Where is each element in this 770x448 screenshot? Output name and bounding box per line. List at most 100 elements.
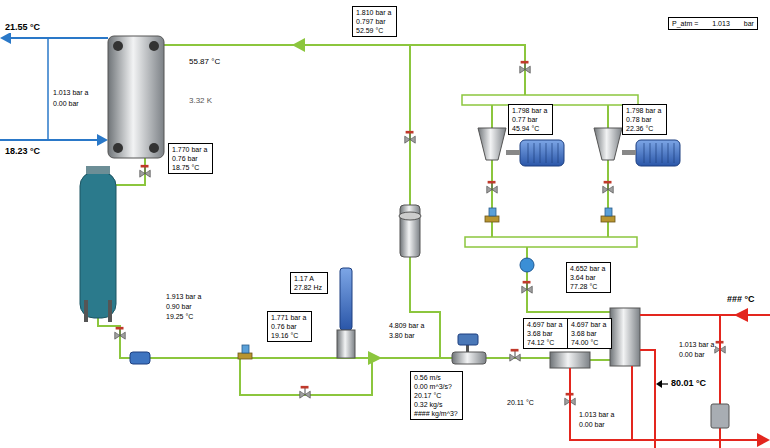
value-text: 1.013	[712, 19, 730, 28]
value-label: 1.913 bar a	[165, 292, 202, 301]
condenser	[149, 41, 159, 51]
value-text: 74.00 °C	[571, 338, 608, 347]
value-label: 0.00 bar	[578, 420, 606, 429]
value-box: 1.17 A27.82 Hz	[290, 272, 328, 294]
refrigerant-valve	[300, 386, 311, 398]
motor-fin	[552, 143, 553, 163]
value-label: 0.00 bar	[52, 99, 80, 108]
plate-exchanger	[610, 308, 640, 366]
refrigerant-pipe	[491, 160, 493, 237]
pump	[337, 330, 355, 358]
value-text: 0.797 bar	[356, 17, 393, 26]
value-text: 77.28 °C	[570, 282, 607, 291]
refrigerant-pipe	[590, 359, 610, 361]
value-label: 1.013 bar a	[678, 340, 715, 349]
value-text: 22.36 °C	[626, 124, 663, 133]
value-text: 52.59 °C	[356, 26, 393, 35]
compressor	[478, 128, 506, 160]
value-box: 4.652 bar a3.64 bar77.28 °C	[566, 262, 611, 293]
water-circuit	[0, 139, 98, 141]
value-label: 80.01 °C	[670, 378, 707, 389]
value-box: 1.770 bar a0.76 bar18.75 °C	[168, 143, 213, 174]
value-text: 45.94 °C	[512, 124, 549, 133]
flowmeter	[452, 334, 486, 364]
thermostat	[711, 404, 729, 428]
leader-arrow	[656, 380, 668, 388]
refrigerant-pipe	[240, 358, 372, 395]
receiver-tank	[80, 166, 116, 322]
value-text: 4.652 bar a	[570, 264, 607, 273]
refrigerant-valve	[487, 181, 498, 193]
flow-arrow	[292, 38, 305, 52]
filter-drier	[130, 352, 150, 364]
solenoid-valve	[601, 208, 615, 222]
value-text: 0.77 bar	[512, 115, 549, 124]
value-text: 1.810 bar a	[356, 8, 393, 17]
refrigerant-valve	[522, 281, 533, 293]
refrigerant-pipe	[163, 45, 525, 95]
leader-arrow	[656, 380, 662, 388]
motor	[622, 150, 636, 155]
value-label: 1.013 bar a	[578, 410, 615, 419]
motor	[520, 140, 564, 166]
header-band	[465, 237, 637, 247]
refrigerant-pipe	[527, 247, 610, 312]
receiver-tank	[80, 172, 116, 318]
value-text: 1.798 bar a	[626, 106, 663, 115]
refrigerant-valve	[520, 61, 531, 73]
value-label: 3.80 bar	[388, 331, 416, 340]
hot-water-circuit	[640, 350, 655, 448]
water-circuit	[10, 37, 108, 39]
oil-separator	[399, 205, 421, 257]
water-circuit	[47, 38, 49, 140]
oil-separator	[399, 212, 421, 220]
refrigerant-valve	[115, 61, 726, 405]
motor-fin	[656, 143, 657, 163]
condenser	[113, 41, 123, 51]
sight-glass	[520, 258, 534, 272]
value-label: 3.32 K	[188, 96, 213, 106]
motor-fin	[668, 143, 669, 163]
refrigerant-valve	[603, 181, 614, 193]
solenoid-valve	[238, 208, 615, 359]
value-text: 0.76 bar	[172, 154, 209, 163]
refrigerant-valve	[405, 131, 416, 143]
motor-fin	[662, 143, 663, 163]
value-text: 27.82 Hz	[294, 283, 324, 292]
value-text: 0.32 kg/s	[414, 400, 459, 409]
flowmeter	[452, 352, 486, 364]
receiver-tank	[108, 300, 112, 322]
receiver-tank	[84, 300, 88, 322]
condenser	[149, 143, 159, 153]
compressor	[594, 128, 622, 160]
refrigerant-valve	[510, 349, 521, 361]
sight-glass	[520, 258, 534, 272]
refrigerant-pipe	[491, 105, 493, 128]
value-text: 19.16 °C	[271, 331, 308, 340]
hot-water-circuit	[640, 314, 770, 316]
value-text: 0.76 bar	[271, 322, 308, 331]
value-label: 18.23 °C	[4, 146, 41, 157]
receiver-tank	[86, 166, 110, 174]
hot-water-arrow	[734, 308, 748, 322]
value-text: 18.75 °C	[172, 163, 209, 172]
value-box: 1.771 bar a0.76 bar19.16 °C	[267, 311, 312, 342]
motor	[506, 140, 680, 166]
value-text: bar	[744, 19, 754, 28]
refrigerant-pipe	[98, 45, 610, 395]
value-box: 4.697 bar a3.68 bar74.00 °C	[567, 318, 612, 349]
water-arrow	[0, 32, 11, 44]
motor-fin	[540, 143, 541, 163]
value-text: 1.771 bar a	[271, 313, 308, 322]
thermostat	[711, 404, 729, 428]
motor-fin	[534, 143, 535, 163]
motor-fin	[674, 143, 675, 163]
motor	[506, 150, 520, 155]
value-text: #### kg/m^3?	[414, 409, 459, 418]
value-label: 55.87 °C	[188, 57, 221, 67]
motor	[636, 140, 680, 166]
value-text: 1.798 bar a	[512, 106, 549, 115]
value-text: 20.17 °C	[414, 391, 459, 400]
motor-fin	[546, 143, 547, 163]
